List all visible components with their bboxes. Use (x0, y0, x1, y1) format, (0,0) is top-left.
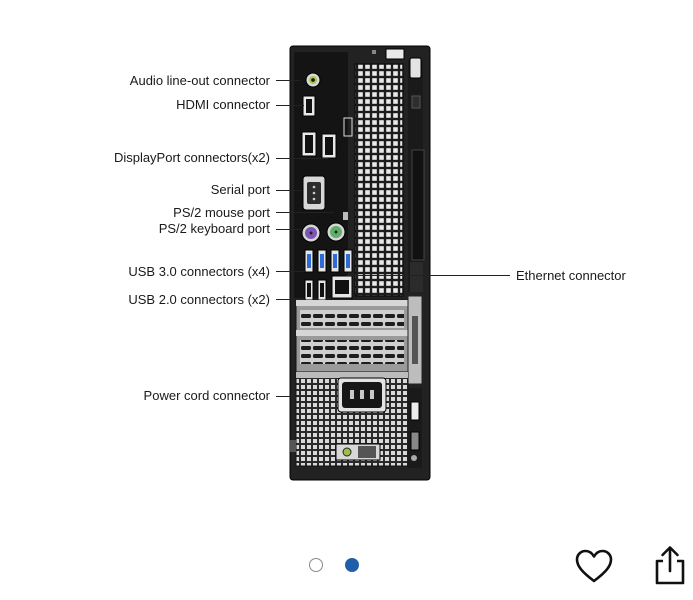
callout-audio-line-out: Audio line-out connector (129, 73, 270, 88)
leader-line-usb2 (276, 299, 306, 300)
share-button[interactable] (652, 544, 688, 586)
leader-line-ps2-keyboard (276, 229, 302, 230)
share-icon (655, 546, 685, 585)
leader-line-ethernet (346, 275, 510, 276)
leader-line-serial (276, 190, 302, 191)
leader-line-power (276, 396, 338, 397)
carousel-dot-1[interactable] (309, 558, 323, 572)
leader-line-usb3 (276, 271, 306, 272)
callout-ps2-keyboard: PS/2 keyboard port (158, 221, 270, 236)
callout-ethernet: Ethernet connector (516, 268, 626, 283)
callout-usb2: USB 2.0 connectors (x2) (128, 292, 270, 307)
callout-hdmi: HDMI connector (176, 97, 270, 112)
leader-line-hdmi (276, 105, 304, 106)
carousel-dot-2-active[interactable] (345, 558, 359, 572)
leader-line-audio (276, 80, 300, 81)
leader-line-displayport (276, 158, 328, 159)
callout-ps2-mouse: PS/2 mouse port (173, 205, 270, 220)
callout-usb3: USB 3.0 connectors (x4) (128, 264, 270, 279)
carousel-pagination (306, 556, 366, 574)
callout-power-cord: Power cord connector (143, 388, 270, 403)
callout-serial-port: Serial port (210, 182, 270, 197)
leader-line-ps2-mouse (276, 212, 334, 213)
heart-icon (575, 549, 613, 583)
callout-displayport: DisplayPort connectors(x2) (113, 150, 270, 165)
favorite-button[interactable] (574, 548, 614, 586)
